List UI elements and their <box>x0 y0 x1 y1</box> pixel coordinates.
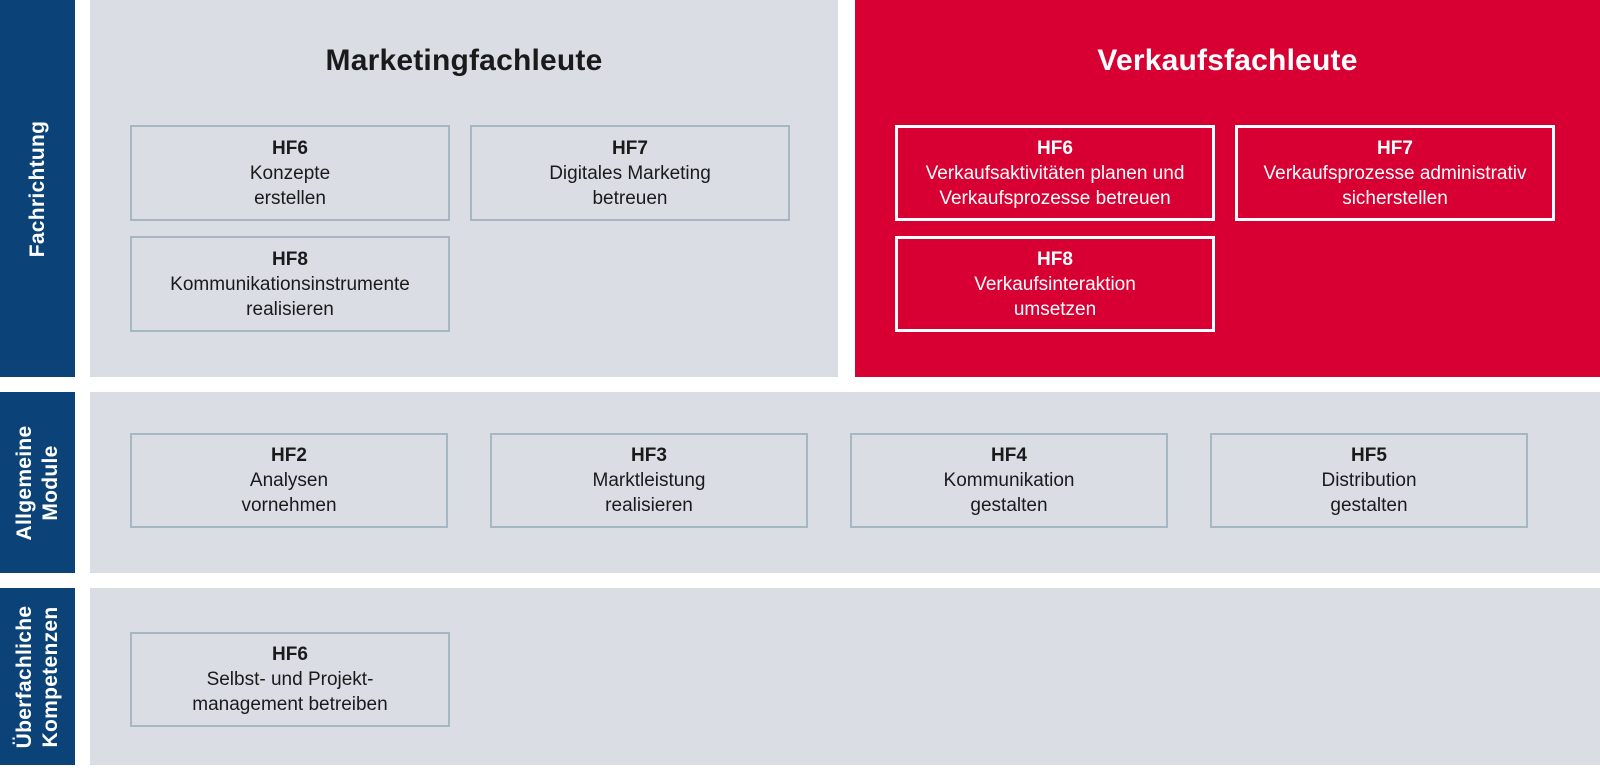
box-text: Selbst- und Projekt- management betreibe… <box>192 669 388 715</box>
box-code: HF8 <box>272 248 308 270</box>
box-code: HF7 <box>612 137 648 159</box>
sidebar-row-ueberfachliche-kompetenzen: Überfachliche Kompetenzen <box>0 588 75 765</box>
box-code: HF3 <box>631 445 667 466</box>
box-text: Distribution gestalten <box>1321 470 1417 516</box>
panel-title-marketingfachleute: Marketingfachleute <box>325 44 603 77</box>
box-text: Marktleistung realisieren <box>592 470 706 516</box>
box-text: Verkaufsprozesse administrativ sicherste… <box>1263 162 1527 209</box>
sidebar-row-allgemeine-module: Allgemeine Module <box>0 392 75 573</box>
box-code: HF4 <box>991 445 1027 466</box>
box-code: HF5 <box>1351 445 1387 466</box>
sidebar-label-ueberfachliche-kompetenzen: Überfachliche Kompetenzen <box>12 605 62 748</box>
box-allgemein-hf5: HF5 Distribution gestalten <box>1210 433 1528 528</box>
panel-title-verkaufsfachleute: Verkaufsfachleute <box>1097 44 1358 77</box>
panel-allgemeine-module: HF2 Analysen vornehmen HF3 Marktleistung… <box>90 392 1600 573</box>
box-verkauf-hf6: HF6 Verkaufsaktivitäten planen und Verka… <box>895 125 1215 221</box>
panel-marketingfachleute: Marketingfachleute HF6 Konzepte erstelle… <box>90 0 838 377</box>
sidebar-label-allgemeine-module: Allgemeine Module <box>12 424 62 541</box>
box-marketing-hf8: HF8 Kommunikationsinstrumente realisiere… <box>130 236 450 332</box>
box-text: Konzepte erstellen <box>249 162 331 209</box>
sidebar-row-fachrichtung: Fachrichtung <box>0 0 75 377</box>
box-allgemein-hf2: HF2 Analysen vornehmen <box>130 433 448 528</box>
box-text: Verkaufsinteraktion umsetzen <box>974 273 1136 320</box>
box-code: HF6 <box>272 644 308 665</box>
box-code: HF8 <box>1037 248 1073 270</box>
box-code: HF2 <box>271 445 307 466</box>
panel-verkaufsfachleute: Verkaufsfachleute HF6 Verkaufsaktivitäte… <box>855 0 1600 377</box>
box-code: HF6 <box>1037 137 1073 159</box>
box-text: Analysen vornehmen <box>241 470 337 516</box>
box-code: HF6 <box>272 137 308 159</box>
box-verkauf-hf8: HF8 Verkaufsinteraktion umsetzen <box>895 236 1215 332</box>
box-allgemein-hf3: HF3 Marktleistung realisieren <box>490 433 808 528</box>
box-text: Kommunikation gestalten <box>943 470 1075 516</box>
box-ueberfachlich-hf6: HF6 Selbst- und Projekt- management betr… <box>130 632 450 727</box>
panel-ueberfachliche-kompetenzen: HF6 Selbst- und Projekt- management betr… <box>90 588 1600 765</box>
box-marketing-hf6: HF6 Konzepte erstellen <box>130 125 450 221</box>
box-code: HF7 <box>1377 137 1413 159</box>
box-allgemein-hf4: HF4 Kommunikation gestalten <box>850 433 1168 528</box>
box-text: Digitales Marketing betreuen <box>549 162 711 209</box>
box-text: Verkaufsaktivitäten planen und Verkaufsp… <box>925 162 1185 209</box>
box-text: Kommunikationsinstrumente realisieren <box>170 273 410 320</box>
box-verkauf-hf7: HF7 Verkaufsprozesse administrativ siche… <box>1235 125 1555 221</box>
box-marketing-hf7: HF7 Digitales Marketing betreuen <box>470 125 790 221</box>
sidebar-label-fachrichtung: Fachrichtung <box>25 120 49 257</box>
